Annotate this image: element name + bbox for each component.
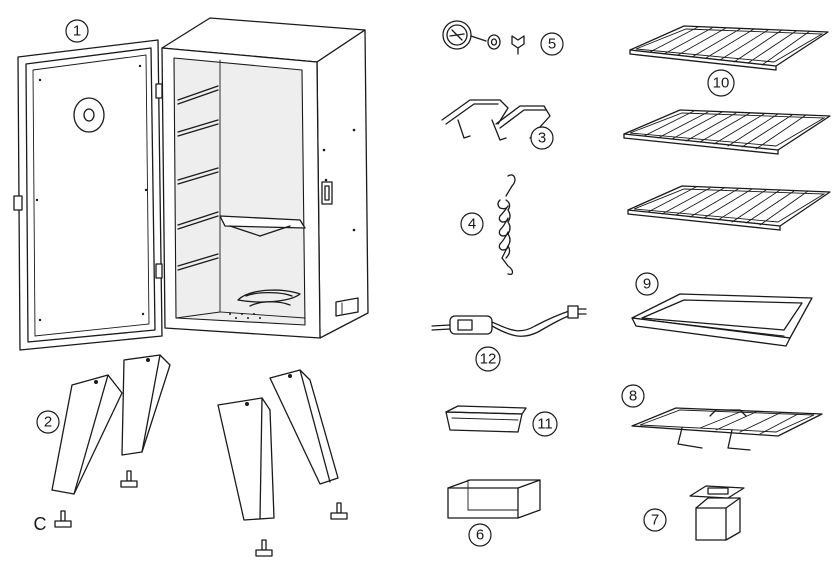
callout-2: 2 <box>36 410 60 434</box>
callout-12: 12 <box>475 346 501 372</box>
svg-text:7: 7 <box>651 512 659 529</box>
leg-foot <box>330 502 348 520</box>
cabinet <box>13 17 369 351</box>
svg-text:12: 12 <box>480 351 497 368</box>
cabinet-door <box>13 39 163 351</box>
svg-text:5: 5 <box>548 36 556 53</box>
hardware-label: C <box>34 514 47 534</box>
svg-text:1: 1 <box>73 23 81 40</box>
leg-foot <box>120 470 138 488</box>
svg-text:6: 6 <box>476 527 484 544</box>
svg-text:4: 4 <box>468 216 476 233</box>
cooking-grid <box>623 109 831 155</box>
svg-text:9: 9 <box>643 276 651 293</box>
svg-text:10: 10 <box>713 75 730 92</box>
svg-text:3: 3 <box>538 130 546 147</box>
thermometer <box>442 20 525 55</box>
callout-8: 8 <box>621 384 645 408</box>
cooking-grids <box>623 25 831 231</box>
svg-text:2: 2 <box>44 414 52 431</box>
callout-11: 11 <box>532 411 558 437</box>
svg-text:11: 11 <box>537 416 553 433</box>
water-pan <box>631 293 813 347</box>
callout-1: 1 <box>65 19 89 43</box>
power-cord <box>431 305 587 337</box>
callout-3: 3 <box>530 126 554 150</box>
svg-text:8: 8 <box>629 388 637 405</box>
spring-handle <box>497 174 516 276</box>
wood-chip-box <box>689 485 745 541</box>
callout-10: 10 <box>707 69 735 97</box>
callout-9: 9 <box>635 272 659 296</box>
callout-4: 4 <box>460 212 484 236</box>
handles <box>441 99 551 141</box>
leg-foot <box>54 510 72 528</box>
callout-5: 5 <box>540 32 564 56</box>
callout-6: 6 <box>468 523 492 547</box>
cooking-grid <box>629 25 829 71</box>
grease-tray <box>445 405 527 433</box>
legs: C <box>34 354 348 557</box>
water-pan-rack <box>631 407 823 451</box>
cooking-grid <box>627 185 831 231</box>
leg-foot <box>255 539 273 557</box>
cabinet-body <box>161 17 369 339</box>
callout-7: 7 <box>643 508 667 532</box>
chip-tray-holder <box>447 479 541 519</box>
